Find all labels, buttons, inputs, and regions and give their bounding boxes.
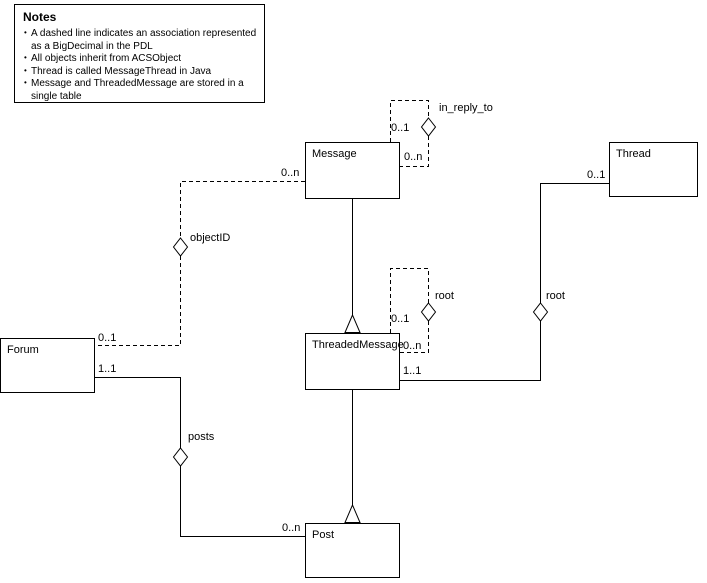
mult-objectid-forum-end: 0..1: [98, 332, 117, 344]
diamond-icon-root-self: [420, 302, 437, 322]
class-label: Forum: [7, 344, 39, 356]
assoc-label-posts: posts: [188, 431, 215, 443]
notes-box: Notes • A dashed line indicates an associ…: [14, 4, 265, 103]
assoc-line-root-thread: [540, 183, 609, 303]
note-item: • Thread is called MessageThread in Java: [23, 66, 257, 79]
notes-title: Notes: [23, 10, 57, 24]
note-text: Message and ThreadedMessage are stored i…: [31, 78, 244, 102]
bullet-icon: •: [24, 78, 27, 87]
assoc-label-in-reply-to: in_reply_to: [439, 102, 493, 114]
bullet-icon: •: [24, 53, 27, 62]
assoc-line-objectid: [180, 181, 305, 238]
mult-posts-forum-end: 1..1: [98, 363, 117, 375]
assoc-line-objectid: [95, 256, 181, 346]
mult-in-reply-to-near: 0..1: [391, 122, 410, 134]
note-text: All objects inherit from ACSObject: [31, 53, 182, 64]
assoc-line-posts: [95, 377, 181, 448]
mult-in-reply-to-far: 0..n: [404, 151, 423, 163]
bullet-icon: •: [24, 65, 27, 75]
mult-root-self-far: 0..n: [403, 340, 422, 352]
class-label: Message: [312, 148, 357, 160]
note-text: Thread is called MessageThread in Java: [31, 65, 212, 77]
class-label: Thread: [616, 148, 651, 160]
class-box-message: Message: [305, 142, 400, 199]
assoc-line-posts: [180, 466, 305, 537]
class-box-post: Post: [305, 523, 400, 578]
class-label: ThreadedMessage: [312, 339, 404, 351]
assoc-label-objectid: objectID: [190, 232, 231, 244]
notes-list: • A dashed line indicates an association …: [23, 28, 257, 103]
class-box-threadedmessage: ThreadedMessage: [305, 333, 404, 390]
inheritance-triangle-icon: [344, 503, 361, 523]
diamond-icon-objectid: [172, 237, 189, 257]
class-box-thread: Thread: [609, 142, 698, 197]
assoc-label-root-thread: root: [546, 290, 565, 302]
class-label: Post: [312, 529, 335, 541]
note-item: • All objects inherit from ACSObject: [23, 53, 257, 66]
mult-posts-post-end: 0..n: [282, 522, 301, 534]
assoc-label-root-self: root: [435, 290, 454, 302]
inheritance-triangle-icon: [344, 313, 361, 333]
diamond-icon-in-reply-to: [420, 117, 437, 137]
assoc-line-in-reply-to: [400, 136, 429, 167]
diamond-icon-root-thread: [532, 302, 549, 322]
mult-root-thread-end: 0..1: [587, 169, 606, 181]
diamond-icon-posts: [172, 447, 189, 467]
assoc-line-root-self: [400, 321, 429, 353]
note-item: • A dashed line indicates an association …: [23, 28, 257, 53]
mult-root-self-near: 0..1: [391, 313, 410, 325]
mult-root-threadedmessage-end: 1..1: [403, 365, 422, 377]
class-box-forum: Forum: [0, 338, 95, 393]
note-text: A dashed line indicates an association r…: [31, 28, 257, 52]
assoc-line-root-self: [390, 268, 429, 333]
bullet-icon: •: [24, 28, 27, 37]
assoc-line-root-thread: [400, 321, 541, 381]
note-item: • Message and ThreadedMessage are stored …: [23, 78, 257, 103]
mult-objectid-message-end: 0..n: [281, 167, 300, 179]
